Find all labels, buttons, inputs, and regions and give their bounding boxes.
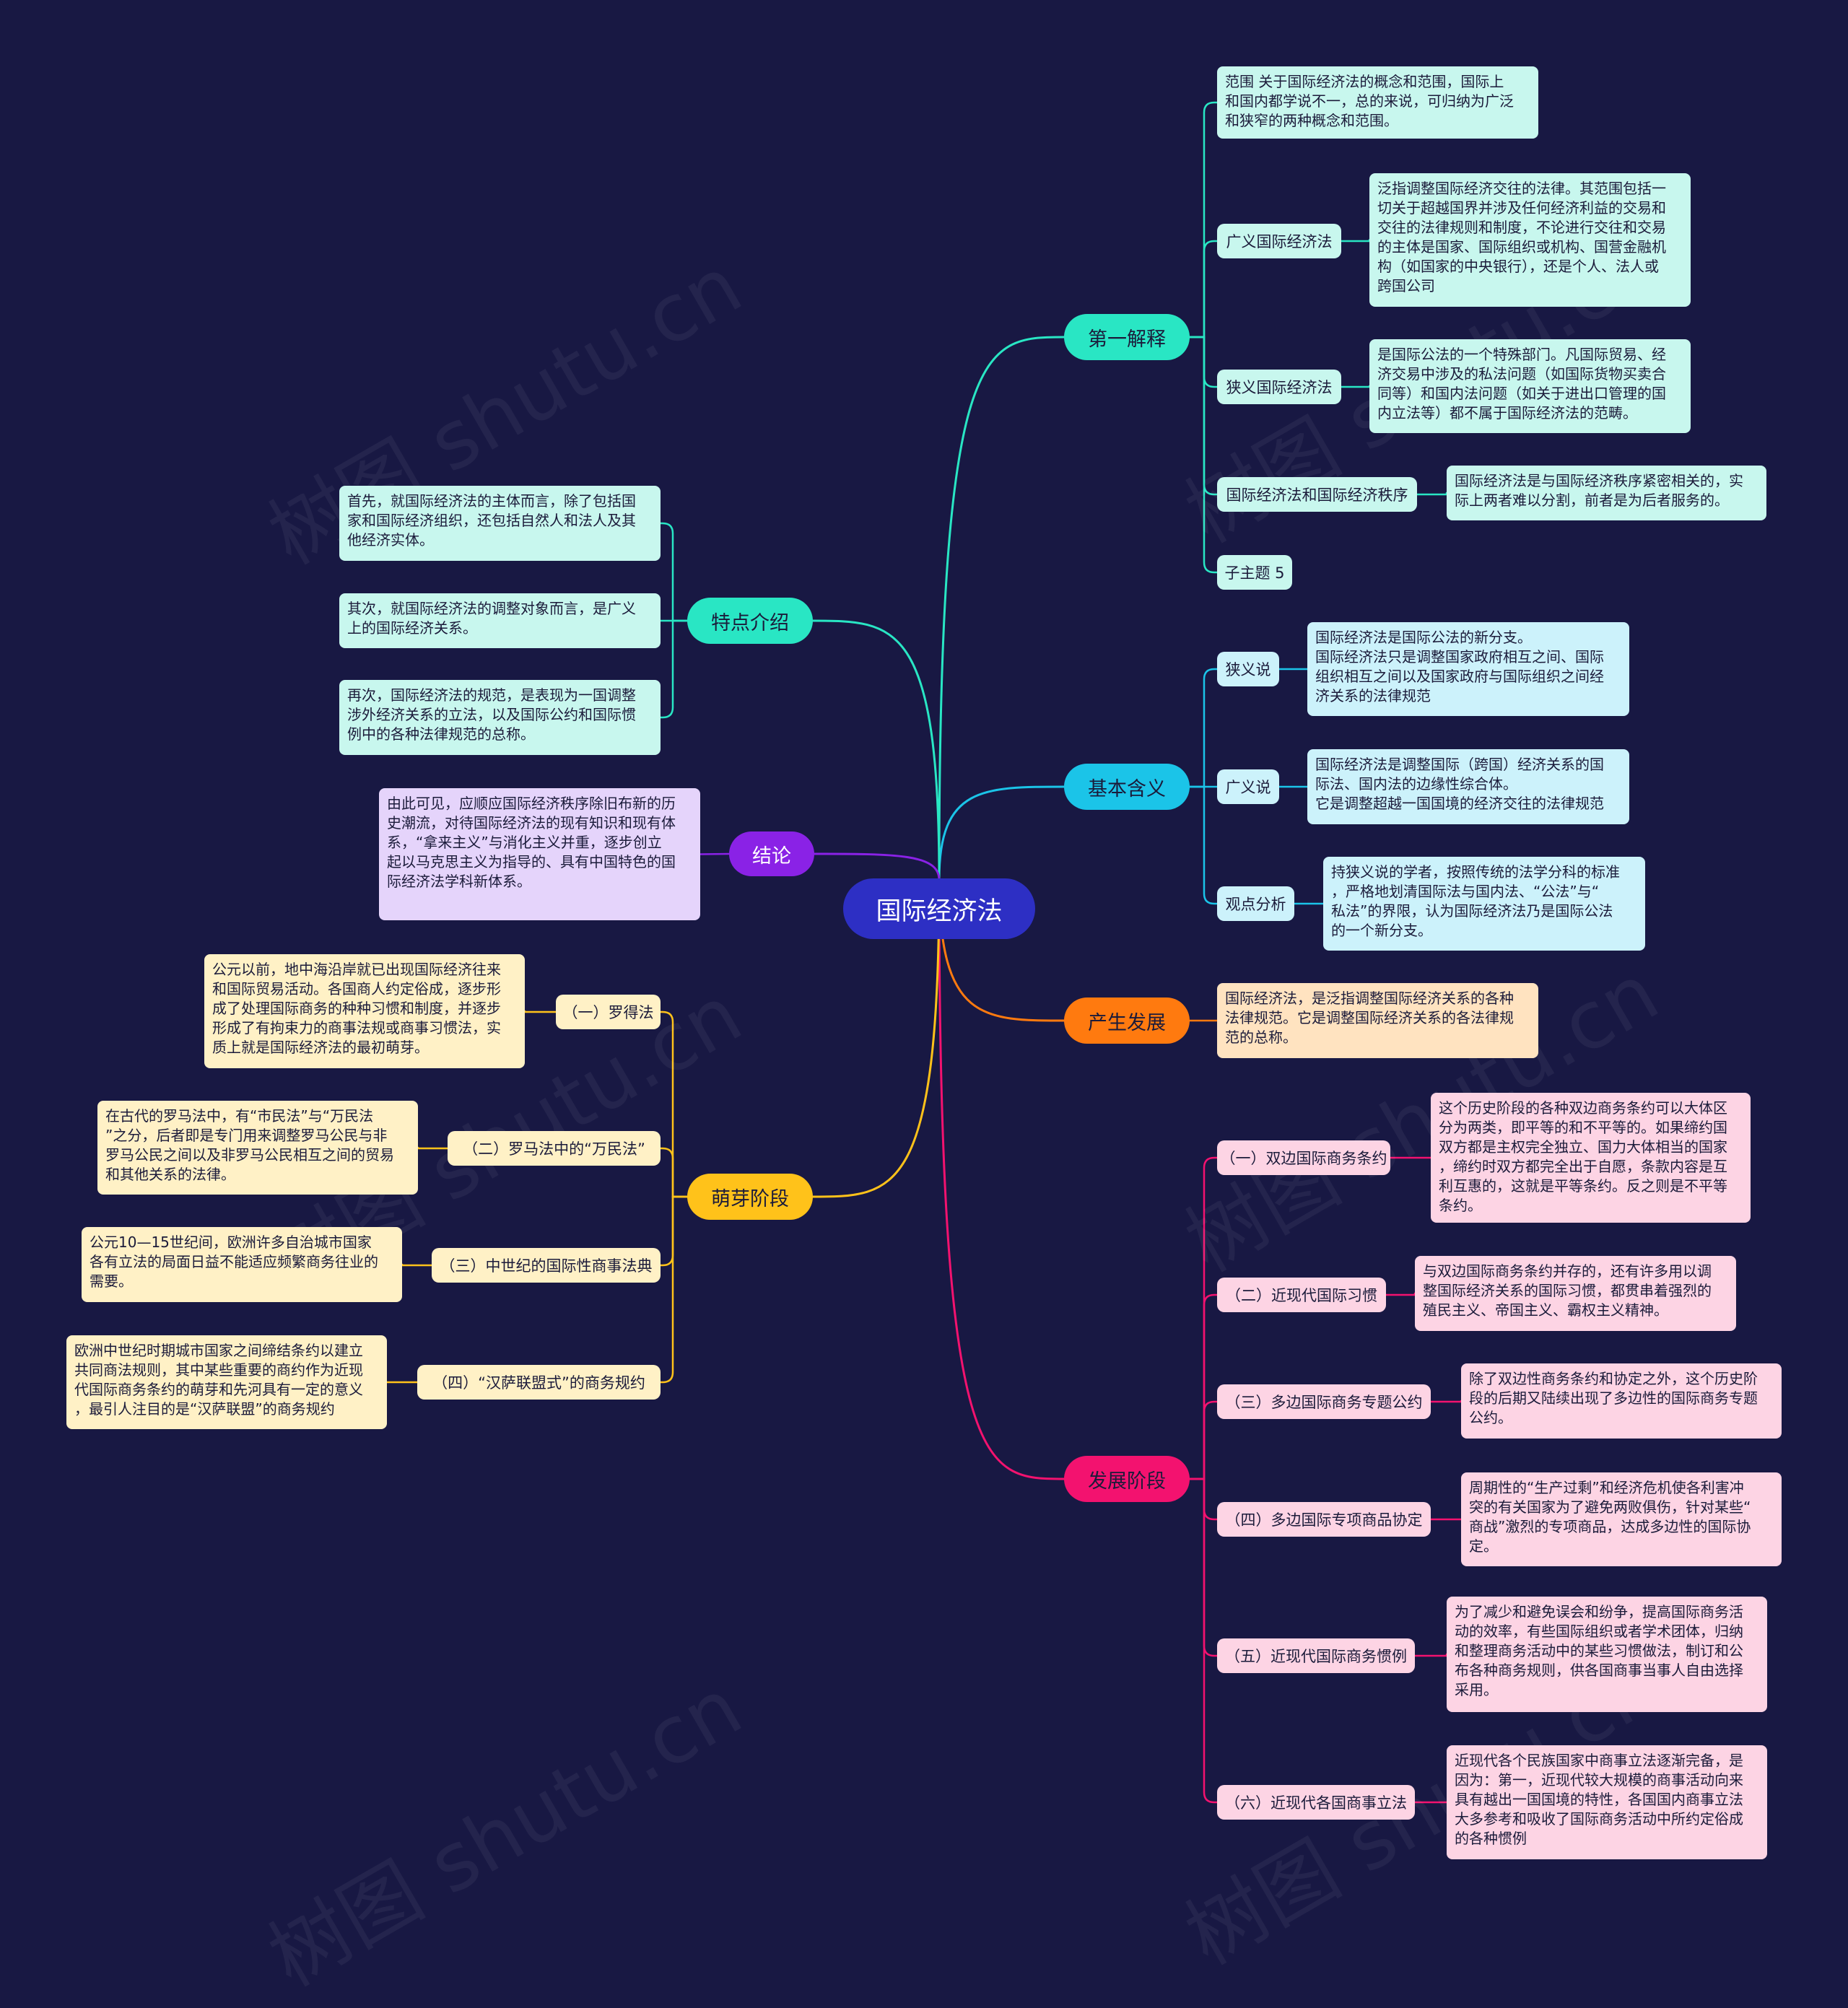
sub-subtopic-5[interactable]: 子主题 5: [1217, 555, 1292, 590]
leaf-narrow-iel: 是国际公法的一个特殊部门。凡国际贸易、经 济交易中涉及的私法问题（如国际货物买卖…: [1369, 339, 1691, 433]
connector-line: [659, 522, 689, 622]
connector-line: [1188, 101, 1219, 339]
leaf-narrow-view: 国际经济法是国际公法的新分支。 国际经济法只是调整国家政府相互之间、国际 组织相…: [1307, 622, 1629, 716]
connector-line: [523, 1010, 557, 1013]
connector-line: [1416, 492, 1448, 496]
leaf-characteristic-3: 再次，国际经济法的规范，是表现为一国调整 涉外经济关系的立法，以及国际公约和国际…: [339, 680, 661, 755]
leaf-commodity-agreements: 周期性的“生产过剩”和经济危机使各利害冲 突的有关国家为了避免两败俱伤，针对某些…: [1461, 1472, 1782, 1566]
connector-line: [1188, 668, 1219, 788]
sub-analysis[interactable]: 观点分析: [1217, 886, 1294, 921]
branch-origin[interactable]: 产生发展: [1064, 998, 1190, 1044]
leaf-modern-customs: 与双边国际商务条约并存的，还有许多用以调 整国际经济关系的国际习惯，都贯串着强烈…: [1415, 1256, 1736, 1331]
connector-line: [1188, 240, 1219, 339]
connector-line: [1385, 1292, 1416, 1296]
sub-modern-customs[interactable]: （二）近现代国际习惯: [1217, 1278, 1386, 1312]
branch-characteristics[interactable]: 特点介绍: [687, 598, 813, 644]
sub-rhodian-law[interactable]: （一）罗得法: [556, 995, 661, 1029]
connector-line: [1429, 1400, 1463, 1403]
leaf-multilateral-conventions: 除了双边性商务条约和协定之外，这个历史阶 段的后期又陆续出现了多边性的国际商务专…: [1461, 1363, 1782, 1439]
connector-line: [659, 619, 689, 719]
branch-conclusion[interactable]: 结论: [729, 831, 814, 876]
connector-line: [659, 1195, 689, 1384]
connector-line: [1188, 1477, 1219, 1804]
connector-line: [811, 619, 941, 881]
connector-line: [1340, 385, 1371, 388]
leaf-conclusion: 由此可见，应顺应国际经济秩序除旧布新的历 史潮流，对待国际经济法的现有知识和现有…: [379, 788, 700, 920]
leaf-iel-and-order: 国际经济法是与国际经济秩序紧密相关的，实 际上两者难以分割，前者是为后者服务的。: [1447, 466, 1766, 520]
branch-development-stages[interactable]: 发展阶段: [1064, 1456, 1190, 1502]
sub-multilateral-conventions[interactable]: （三）多边国际商务专题公约: [1217, 1384, 1431, 1419]
root-topic[interactable]: 国际经济法: [843, 878, 1035, 939]
leaf-scope: 范围 关于国际经济法的概念和范围，国际上 和国内都学说不一，总的来说，可归纳为广…: [1217, 66, 1538, 139]
leaf-bilateral-treaties: 这个历史阶段的各种双边商务条约可以大体区 分为两类，即平等的和不平等的。如果缔约…: [1431, 1093, 1751, 1223]
mind-map: 树图 shutu.cn 树图 shutu.cn 树图 shutu.cn 树图 s…: [66, 66, 1782, 2004]
leaf-hanseatic-rules: 欧洲中世纪时期城市国家之间缔结条约以建立 共同商法规则，其中某些重要的商约作为近…: [66, 1335, 387, 1429]
sub-narrow-iel[interactable]: 狭义国际经济法: [1217, 370, 1341, 404]
connector-line: [699, 852, 731, 855]
sub-jus-gentium[interactable]: （二）罗马法中的“万民法”: [448, 1131, 661, 1166]
leaf-characteristic-2: 其次，就国际经济法的调整对象而言，是广义 上的国际经济关系。: [339, 593, 661, 648]
connector-line: [938, 878, 1065, 1480]
connector-line: [1188, 336, 1219, 574]
leaf-analysis: 持狭义说的学者，按照传统的法学分科的标准 ，严格地划清国际法与国内法、“公法”与…: [1323, 857, 1645, 951]
connector-line: [659, 1147, 689, 1198]
sub-broad-view[interactable]: 广义说: [1217, 769, 1279, 804]
leaf-jus-gentium: 在古代的罗马法中，有“市民法”与“万民法 ”之分，后者即是专门用来调整罗马公民与…: [97, 1101, 418, 1195]
sub-narrow-view[interactable]: 狭义说: [1217, 652, 1279, 686]
connector-line: [1188, 1293, 1219, 1480]
leaf-rhodian-law: 公元以前，地中海沿岸就已出现国际经济往来 和国际贸易活动。各国商人约定俗成，逐步…: [204, 954, 525, 1068]
connector-line: [1188, 785, 1219, 905]
connector-line: [1413, 1653, 1448, 1657]
branch-basic-meaning[interactable]: 基本含义: [1064, 764, 1190, 810]
leaf-origin: 国际经济法，是泛指调整国际经济关系的各种 法律规范。它是调整国际经济关系的各法律…: [1217, 983, 1538, 1058]
connector-line: [813, 852, 941, 881]
leaf-broad-iel: 泛指调整国际经济交往的法律。其范围包括一 切关于超越国界并涉及任何经济利益的交易…: [1369, 173, 1691, 307]
leaf-commercial-practices: 为了减少和避免误会和纷争，提高国际商务活 动的效率，有些国际组织或者学术团体，归…: [1447, 1597, 1767, 1712]
sub-broad-iel[interactable]: 广义国际经济法: [1217, 224, 1341, 258]
leaf-broad-view: 国际经济法是调整国际（跨国）经济关系的国 际法、国内法的边缘性综合体。 它是调整…: [1307, 749, 1629, 824]
sub-bilateral-treaties[interactable]: （一）双边国际商务条约: [1217, 1140, 1390, 1175]
sub-medieval-codes[interactable]: （三）中世纪的国际性商事法典: [432, 1248, 661, 1283]
sub-iel-and-order[interactable]: 国际经济法和国际经济秩序: [1217, 477, 1417, 512]
branch-embryonic-stage[interactable]: 萌芽阶段: [687, 1174, 813, 1220]
connector-line: [1188, 1156, 1219, 1480]
sub-commercial-practices[interactable]: （五）近现代国际商务惯例: [1217, 1638, 1415, 1673]
connector-line: [1188, 1400, 1219, 1480]
connector-line: [659, 1195, 689, 1267]
sub-hanseatic-rules[interactable]: （四）“汉萨联盟式”的商务规约: [417, 1365, 661, 1400]
sub-national-commercial-law[interactable]: （六）近现代各国商事立法: [1217, 1785, 1415, 1820]
leaf-characteristic-1: 首先，就国际经济法的主体而言，除了包括国 家和国际经济组织，还包括自然人和法人及…: [339, 486, 661, 561]
sub-commodity-agreements[interactable]: （四）多边国际专项商品协定: [1217, 1502, 1431, 1537]
connector-line: [938, 336, 1065, 881]
connector-line: [938, 785, 1065, 881]
connector-line: [1340, 239, 1371, 243]
leaf-national-commercial-law: 近现代各个民族国家中商事立法逐渐完备，是 因为：第一，近现代较大规模的商事活动向…: [1447, 1745, 1767, 1859]
connector-line: [811, 878, 941, 1198]
connector-line: [659, 1010, 689, 1198]
leaf-medieval-codes: 公元10—15世纪间，欧洲许多自治城市国家 各有立法的局面日益不能适应频繁商务往…: [82, 1227, 402, 1302]
branch-first-interpretation[interactable]: 第一解释: [1064, 314, 1190, 360]
